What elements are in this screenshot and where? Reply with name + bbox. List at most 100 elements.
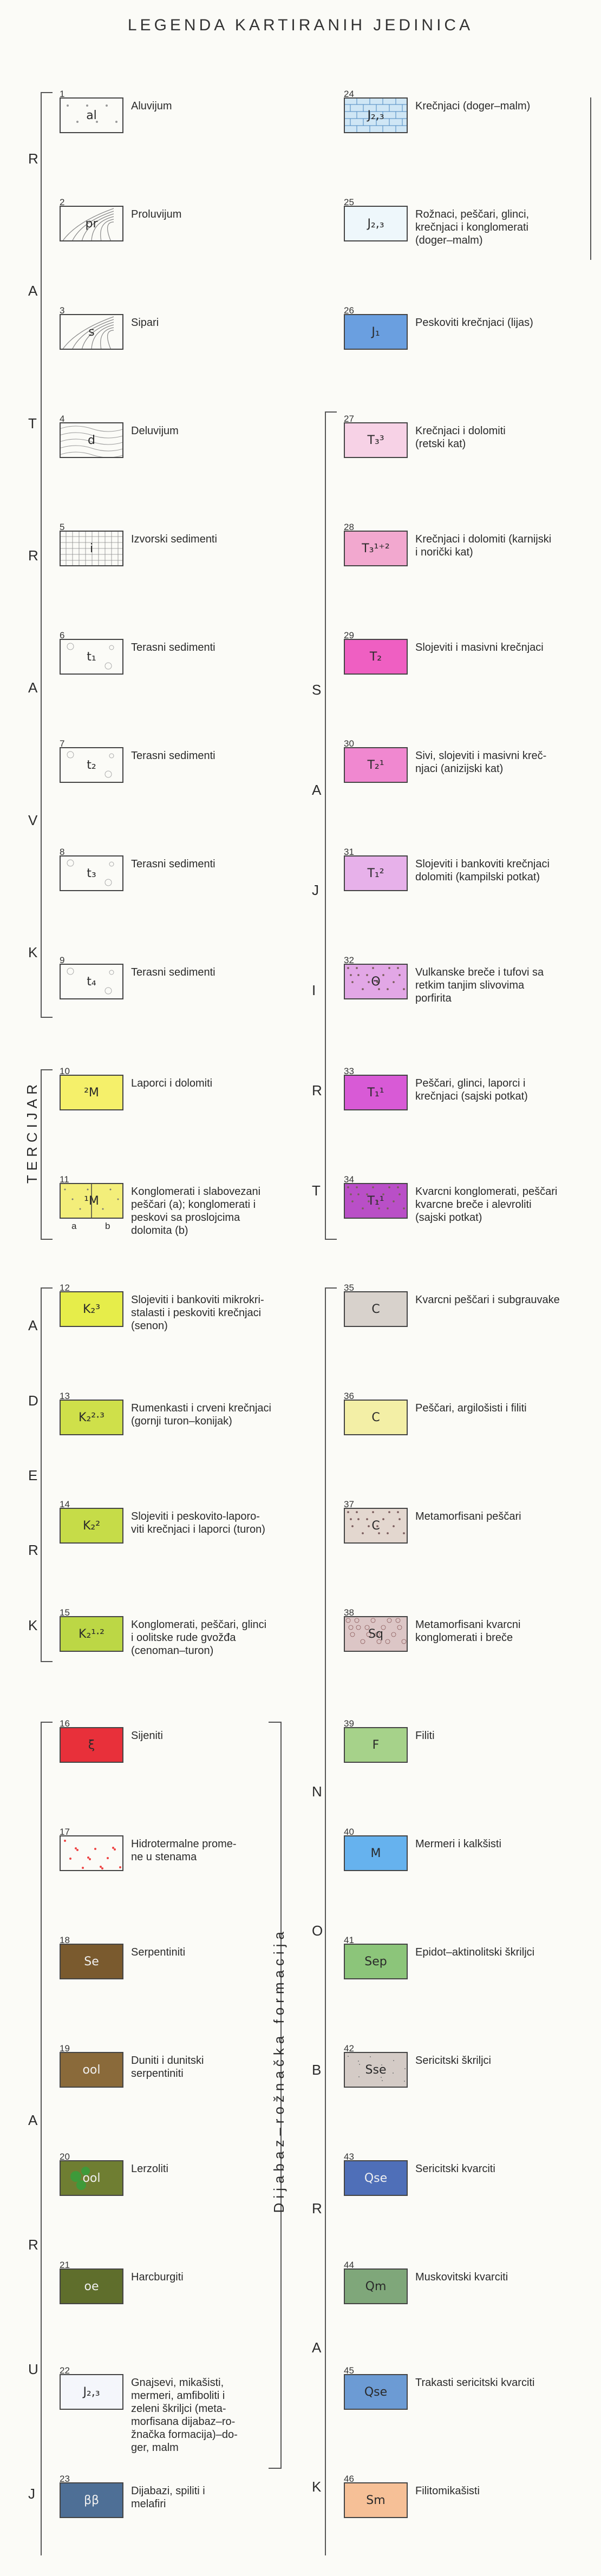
jura-label-letter: J [28,2486,36,2502]
jura-label-letter: R [28,2237,40,2253]
unit-description: Laporci i dolomiti [131,1077,213,1089]
unit-description: Epidot–aktinolitski škriljci [415,1946,535,1958]
pattern-icon [345,1618,407,1644]
unit-symbol-box: s [60,314,123,350]
unit-description: Mermeri i kalkšisti [415,1838,501,1850]
unit-description: Gnajsevi, mikašisti, mermeri, amfiboliti… [131,2377,238,2454]
unit-description: Aluvijum [131,100,172,112]
unit-symbol: Qse [364,2385,388,2399]
entry-number: 38 [344,1607,354,1618]
unit-symbol-box: t₃ [60,855,123,891]
pattern-icon [67,859,114,886]
unit-symbol-box: Sm [344,2482,408,2518]
unit-description: Filitomikašisti [415,2485,480,2497]
unit-description: Harcburgiti [131,2271,184,2283]
unit-symbol-box: T₁¹ [344,1183,408,1219]
group-bracket-line [280,1722,282,2469]
unit-symbol: t₄ [87,975,96,989]
entry-number: 19 [60,2043,70,2054]
unit-description: Slojeviti i bankoviti mikrokri- stalasti… [131,1294,264,1332]
entry-number: 5 [60,522,65,532]
unit-symbol-box: C [344,1400,408,1435]
entry-number: 6 [60,630,65,640]
unit-symbol: K₂² [82,1519,101,1533]
entry-number: 18 [60,1935,70,1945]
unit-symbol-box: Sse [344,2052,408,2088]
kreda-label-letter: A [28,1317,39,1334]
unit-description: Lerzoliti [131,2163,168,2175]
karbon-label-letter: O [312,1923,324,1939]
unit-symbol-box: K₂¹·² [60,1616,123,1652]
pattern-icon [61,532,122,565]
trijas-label-letter: J [312,881,320,898]
pattern-icon [64,1840,121,1869]
jura-label-letter: U [28,2361,40,2377]
kvartar-label-letter: A [28,679,39,696]
group-bracket-tick [41,1287,53,1289]
entry-number: 21 [60,2260,70,2270]
unit-symbol-box: Se [60,1944,123,1979]
entry-number: 23 [60,2474,70,2484]
trijas-label-letter: T [312,1182,322,1199]
entry-number: 10 [60,1066,70,1076]
unit-symbol: ξ [88,1738,95,1752]
unit-symbol: T₂¹ [367,758,384,772]
unit-symbol-box: J₂,₃ [344,206,408,241]
unit-symbol-box: pr [60,206,123,241]
unit-symbol: ββ [83,2493,100,2507]
unit-symbol: Sm [366,2493,386,2507]
tercijar-label: TERCIJAR [24,1080,40,1184]
pattern-icon [347,1186,405,1209]
unit-description: Krečnjaci (doger–malm) [415,100,531,112]
unit-symbol: T₁¹ [367,1086,384,1100]
entry-number: 14 [60,1499,70,1509]
unit-description: Trakasti sericitski kvarciti [415,2377,535,2389]
unit-symbol: ool [82,2063,101,2077]
entry-number: 28 [344,522,354,532]
unit-symbol: i [89,541,94,555]
group-bracket-line [41,92,42,1018]
unit-symbol-box: T₂¹ [344,747,408,783]
group-bracket-tick [41,1069,53,1070]
unit-description: Slojeviti i masivni krečnjaci [415,642,544,653]
unit-symbol: Qse [364,2171,388,2185]
unit-symbol: Θ [371,975,381,989]
unit-description: Peskoviti krečnjaci (lijas) [415,317,533,329]
unit-symbol: t₃ [87,866,96,880]
unit-symbol: Qm [365,2279,387,2293]
karbon-label-letter: R [312,2200,323,2217]
unit-description: Krečnjaci i dolomiti (karnijski i noričk… [415,533,552,558]
unit-description: Slojeviti i peskovito-laporo- viti krečn… [131,1511,265,1535]
entry-number: 1 [60,89,65,99]
unit-symbol: Sq [368,1627,383,1641]
kvartar-label-letter: A [28,283,39,299]
unit-symbol-box: ββ [60,2482,123,2518]
unit-symbol-box: J₂,₃ [60,2374,123,2410]
unit-symbol: ool [82,2171,101,2185]
unit-description: Izvorski sedimenti [131,533,217,545]
entry-number: 42 [344,2043,354,2054]
unit-symbol: F [372,1738,380,1752]
karbon-label-letter: A [312,2339,323,2356]
unit-symbol: Se [84,1954,99,1969]
entry-number: 43 [344,2152,354,2162]
kvartar-label-letter: R [28,547,40,564]
kvartar-label-letter: V [28,812,39,828]
unit-description: Sipari [131,317,159,329]
unit-symbol-box: ¹M [60,1183,123,1219]
group-bracket-tick [41,1017,53,1018]
unit-symbol: J₂,₃ [367,108,384,122]
unit-description: Kvarcni peščari i subgrauvake [415,1294,560,1306]
group-bracket-line [41,1722,42,2555]
unit-description: Filiti [415,1730,435,1742]
unit-symbol-box: K₂²·³ [60,1400,123,1435]
unit-description: Duniti i dunitski serpentiniti [131,2055,204,2080]
sub-label-b: b [105,1221,110,1231]
entry-number: 29 [344,630,354,640]
group-bracket-tick [41,92,53,93]
unit-symbol: oe [84,2279,99,2293]
unit-symbol-box: al [60,97,123,133]
unit-description: Muskovitski kvarciti [415,2271,508,2283]
unit-symbol-box: Qse [344,2160,408,2196]
unit-description: Vulkanske breče i tufovi sa retkim tanji… [415,966,544,1004]
